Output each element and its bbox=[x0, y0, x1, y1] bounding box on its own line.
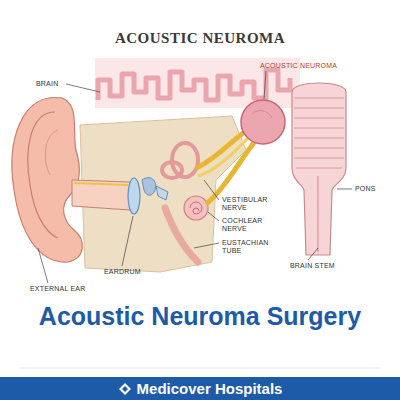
tumor-shade bbox=[252, 111, 272, 118]
caption-heading: Acoustic Neuroma Surgery bbox=[0, 302, 400, 331]
ear-helix bbox=[28, 112, 58, 238]
brain-stem-shape bbox=[292, 83, 346, 255]
diagram-title: ACOUSTIC NEUROMA bbox=[0, 30, 400, 47]
semicircular-canal bbox=[162, 162, 182, 178]
part-label: ACOUSTIC NEUROMA bbox=[260, 62, 350, 70]
separator-line bbox=[20, 368, 380, 369]
ear-canal bbox=[72, 180, 130, 210]
canal-lining bbox=[74, 183, 128, 185]
pons-stripes bbox=[294, 98, 344, 168]
cochlea bbox=[184, 196, 208, 220]
part-label: EXTERNAL EAR bbox=[30, 285, 100, 293]
part-label: COCHLEAR NERVE bbox=[222, 217, 268, 233]
part-label: BRAIN STEM bbox=[290, 262, 350, 270]
brand-icon bbox=[118, 382, 132, 396]
part-label: EARDRUM bbox=[104, 268, 154, 276]
brand-name: Medicover Hospitals bbox=[137, 380, 283, 397]
cochlea-spiral bbox=[190, 202, 202, 214]
tumor bbox=[241, 100, 285, 144]
part-label: BRAIN bbox=[36, 80, 68, 88]
part-label: VESTIBULAR NERVE bbox=[222, 196, 270, 212]
stapes bbox=[156, 186, 168, 200]
brain-stem-midline bbox=[318, 176, 319, 252]
part-label: PONS bbox=[355, 185, 385, 193]
semicircular-canal bbox=[172, 143, 198, 177]
part-label: EUSTACHIAN TUBE bbox=[222, 239, 270, 255]
ear-fold bbox=[45, 130, 58, 175]
brand-band: Medicover Hospitals bbox=[0, 377, 400, 400]
cochlear-nerve-bundle bbox=[206, 140, 256, 204]
ossicles bbox=[142, 178, 156, 196]
leader-lines bbox=[38, 71, 352, 283]
eardrum-membrane bbox=[128, 178, 140, 214]
brain-gyri bbox=[98, 70, 290, 100]
eustachian-tube bbox=[165, 208, 198, 262]
